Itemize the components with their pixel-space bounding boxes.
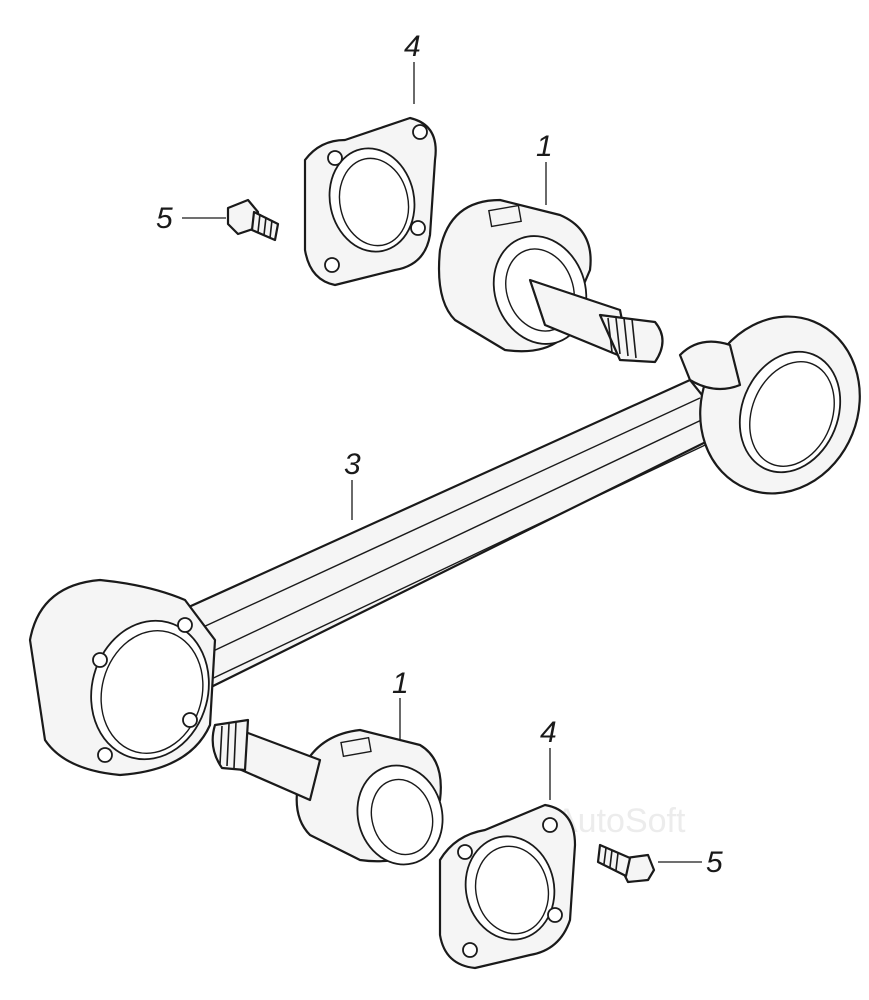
callout-4-top: 4 bbox=[404, 30, 421, 63]
callout-1-bottom: 1 bbox=[392, 667, 409, 700]
callout-1-top: 1 bbox=[536, 130, 553, 163]
tie-rod-arm bbox=[28, 315, 861, 777]
ball-stud-top bbox=[437, 198, 664, 364]
callout-3: 3 bbox=[344, 448, 361, 481]
bolt-left bbox=[226, 198, 280, 242]
flange-cover-bottom bbox=[438, 803, 577, 970]
ball-stud-bottom bbox=[211, 718, 444, 866]
flange-cover-top bbox=[303, 116, 437, 287]
callout-5-right: 5 bbox=[706, 846, 723, 879]
bolt-right bbox=[596, 843, 656, 884]
callout-5-left: 5 bbox=[156, 202, 173, 235]
watermark: AutoSoft bbox=[555, 802, 686, 840]
callout-4-bottom: 4 bbox=[540, 716, 557, 749]
